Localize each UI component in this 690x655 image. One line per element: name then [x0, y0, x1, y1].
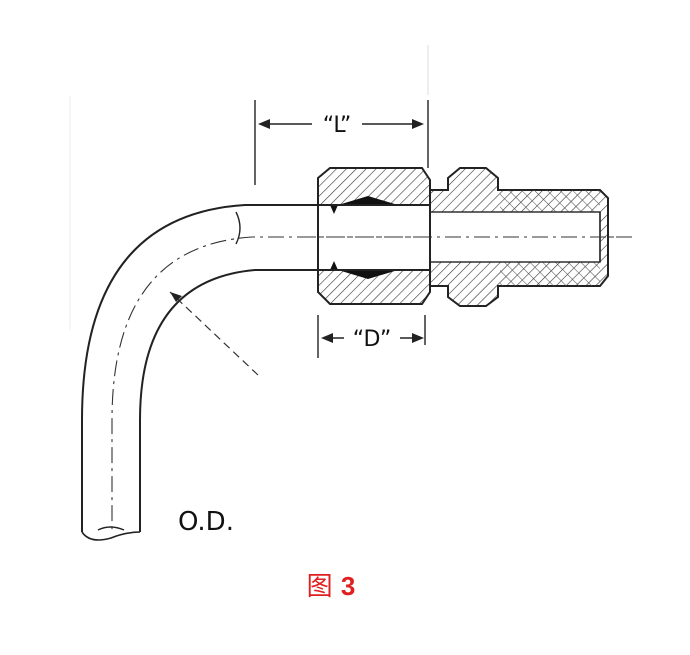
fitting-nut: [317, 167, 431, 305]
dimension-depth: “D”: [317, 315, 426, 358]
tube-inner-wall: [139, 269, 325, 532]
ferrules: [330, 196, 398, 279]
length-arrow-right: [412, 119, 424, 129]
center-lines: [111, 236, 632, 530]
tube-break-end: [81, 531, 141, 541]
caption-prefix: 图: [306, 572, 333, 602]
length-arrow-left: [258, 119, 270, 129]
tube-break-end-inner: [97, 526, 125, 531]
tube-bend-mark: [235, 211, 241, 245]
outer-diameter-label: O.D.: [178, 507, 234, 537]
depth-label: “D”: [353, 327, 391, 352]
tube-outer-wall: [81, 204, 325, 532]
depth-arrow-right: [412, 333, 424, 343]
tube-center-line: [111, 236, 632, 530]
figure-caption: 图 3: [0, 566, 662, 603]
caption-number: 3: [340, 571, 356, 601]
bend-radius-indicator: [169, 291, 259, 376]
length-label: “L”: [323, 113, 352, 138]
dimension-length: “L”: [254, 100, 429, 185]
bent-tube: [81, 204, 325, 541]
depth-arrow-left: [321, 333, 333, 343]
